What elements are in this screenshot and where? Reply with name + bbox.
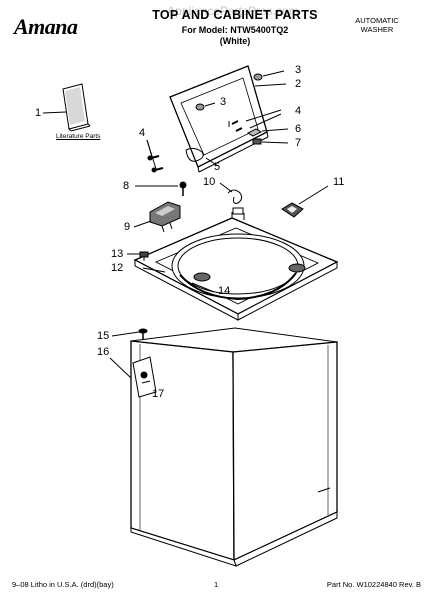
callout-11: 11 xyxy=(333,176,345,188)
brand-logo: Amana xyxy=(14,14,78,39)
lid-bumper[interactable] xyxy=(195,103,205,111)
litho-note: 9–08 Litho in U.S.A. (drd)(bay) xyxy=(12,580,114,589)
callout-6: 6 xyxy=(295,123,302,135)
leader-line xyxy=(261,141,289,144)
watermark: AppliancePartsPros.com xyxy=(167,4,299,18)
leader-line xyxy=(42,111,67,114)
callout-4: 4 xyxy=(295,105,302,117)
top-panel[interactable] xyxy=(133,207,339,321)
leader-line xyxy=(262,70,285,77)
callout-10: 10 xyxy=(203,176,216,188)
lid-switch[interactable] xyxy=(149,201,181,233)
callout-13: 13 xyxy=(111,248,124,260)
callout-8: 8 xyxy=(123,180,130,192)
switch-screw[interactable] xyxy=(179,181,187,196)
color-line: (White) xyxy=(219,36,251,46)
callout-16: 16 xyxy=(97,346,110,358)
leader-line xyxy=(111,331,140,337)
leader-line xyxy=(109,357,132,379)
leader-line xyxy=(261,128,289,132)
lid-grommet[interactable] xyxy=(281,202,304,218)
leader-line xyxy=(191,282,215,293)
callout-9: 9 xyxy=(124,221,131,233)
lid-screws[interactable] xyxy=(147,155,164,173)
callout-14: 14 xyxy=(218,285,231,297)
callout-1: 1 xyxy=(35,107,42,119)
callout-3: 3 xyxy=(295,64,302,76)
callout-4: 4 xyxy=(139,127,146,139)
leader-line xyxy=(254,83,287,87)
leader-line xyxy=(133,220,152,228)
hinge-screws[interactable] xyxy=(228,120,243,132)
lid-bumper[interactable] xyxy=(253,73,263,81)
lid-hinge[interactable] xyxy=(185,147,204,162)
literature-parts-label: Literature Parts xyxy=(56,133,101,140)
callout-3: 3 xyxy=(220,96,227,108)
page-number: 1 xyxy=(214,580,219,589)
leader-line xyxy=(219,182,233,193)
spring-clip[interactable] xyxy=(227,189,243,204)
product-type: AUTOMATIC WASHER xyxy=(355,16,399,34)
washer-cabinet[interactable] xyxy=(130,327,338,567)
literature-booklet[interactable] xyxy=(62,83,91,132)
model-line: For Model: NTW5400TQ2 xyxy=(181,25,289,35)
leader-line xyxy=(146,139,157,170)
page-title: TOP AND CABINET PARTS xyxy=(152,8,318,22)
leader-line xyxy=(298,185,329,205)
service-label[interactable] xyxy=(132,356,157,398)
callout-12: 12 xyxy=(111,262,124,274)
callout-7: 7 xyxy=(295,137,302,149)
leader-line xyxy=(249,113,282,129)
part-number: Part No. W10224840 Rev. B xyxy=(326,580,421,589)
washer-lid[interactable] xyxy=(169,65,269,173)
leader-line xyxy=(205,157,219,167)
callout-5: 5 xyxy=(214,161,221,173)
leader-line xyxy=(204,102,216,107)
leader-line xyxy=(142,267,166,273)
callout-15: 15 xyxy=(97,330,110,342)
leader-line xyxy=(245,109,282,122)
hinge-clip[interactable] xyxy=(252,138,262,145)
cabinet-screw[interactable] xyxy=(138,328,148,339)
callout-17: 17 xyxy=(152,388,165,400)
callout-2: 2 xyxy=(295,78,302,90)
hinge-bracket[interactable] xyxy=(246,128,263,137)
